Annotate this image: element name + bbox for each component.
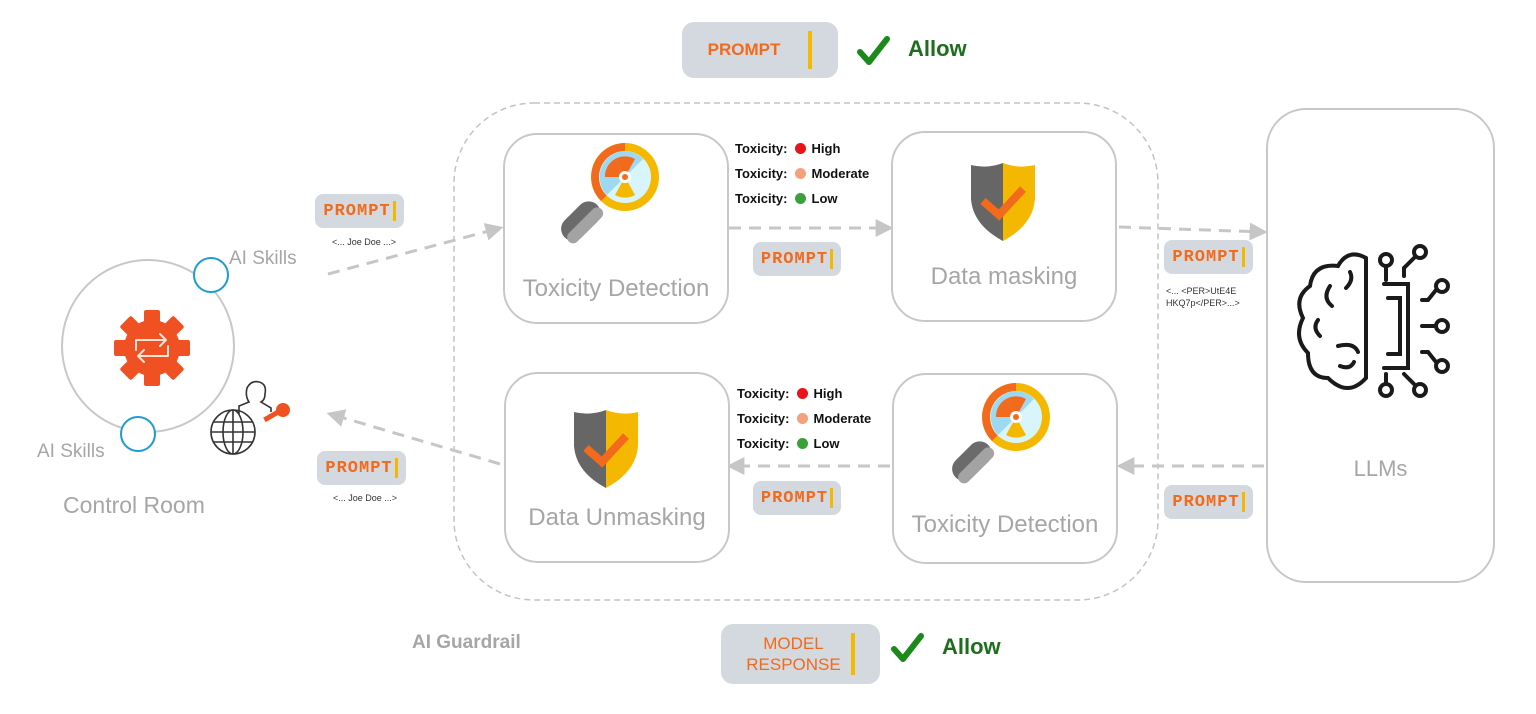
guardrail-frame xyxy=(453,102,1159,601)
node-toxicity-detection-input[interactable]: Toxicity Detection xyxy=(503,133,729,324)
magnifier-radiation-icon xyxy=(952,383,1050,484)
toxicity-legend-top: Toxicity:High Toxicity:Moderate Toxicity… xyxy=(735,136,869,211)
top-prompt-chip: PROMPT xyxy=(682,22,838,78)
skill-node-bottom[interactable] xyxy=(120,416,156,452)
gear-with-sync-arrows-icon xyxy=(114,310,190,386)
toxicity-row-low: Toxicity:Low xyxy=(735,191,838,206)
skill-label-bottom: AI Skills xyxy=(37,441,105,462)
shield-check-icon xyxy=(574,410,638,488)
check-icon xyxy=(891,633,924,662)
bottom-allow-label: Allow xyxy=(942,634,1001,659)
toxicity-row-high: Toxicity:High xyxy=(737,386,843,401)
prompt-note-to-guardrail: <... Joe Doe ...> xyxy=(332,237,397,247)
prompt-chip-toxicity-to-unmasking: PROMPT xyxy=(753,481,841,515)
model-response-chip: MODEL RESPONSE xyxy=(721,624,880,684)
toxicity-row-moderate: Toxicity:Moderate xyxy=(737,411,872,426)
prompt-chip-to-llm: PROMPT xyxy=(1164,240,1253,274)
guardrail-title: AI Guardrail xyxy=(412,632,521,653)
check-icon xyxy=(857,36,890,65)
arrow-control-to-toxicity xyxy=(327,223,504,276)
prompt-chip-from-llm: PROMPT xyxy=(1164,485,1253,519)
arrow-unmasking-to-control xyxy=(326,409,501,466)
prompt-chip-to-guardrail: PROMPT xyxy=(315,194,404,228)
skill-label-top: AI Skills xyxy=(229,248,297,269)
node-label: Toxicity Detection xyxy=(911,511,1099,538)
prompt-chip-from-guardrail: PROMPT xyxy=(317,451,406,485)
top-allow-label: Allow xyxy=(908,36,967,61)
prompt-chip-toxicity-to-masking: PROMPT xyxy=(753,242,841,276)
node-data-masking[interactable]: Data masking xyxy=(891,131,1117,322)
toxicity-row-moderate: Toxicity:Moderate xyxy=(735,166,870,181)
globe-user-key-icon xyxy=(210,380,290,455)
node-label: Toxicity Detection xyxy=(522,275,710,302)
node-toxicity-detection-output[interactable]: Toxicity Detection xyxy=(892,373,1118,564)
node-llms[interactable]: LLMs xyxy=(1266,108,1495,583)
toxicity-row-high: Toxicity:High xyxy=(735,141,841,156)
node-label: LLMs xyxy=(1353,456,1408,481)
prompt-note-from-guardrail: <... Joe Doe ...> xyxy=(333,493,398,503)
chip-cursor-bar xyxy=(850,633,855,675)
node-label: Data masking xyxy=(930,263,1078,290)
skill-node-top[interactable] xyxy=(193,257,229,293)
toxicity-legend-bottom: Toxicity:High Toxicity:Moderate Toxicity… xyxy=(737,381,871,456)
top-prompt-chip-label: PROMPT xyxy=(707,40,781,59)
chip-cursor-bar xyxy=(808,31,813,69)
brain-circuit-icon xyxy=(1297,244,1450,398)
node-label: Data Unmasking xyxy=(528,504,706,531)
toxicity-row-low: Toxicity:Low xyxy=(737,436,840,451)
prompt-note-to-llm: <... <PER>UtE4E HKQ7p</PER>...> xyxy=(1166,286,1240,308)
arrow-masking-to-llm xyxy=(1118,222,1268,241)
shield-check-icon xyxy=(971,163,1035,241)
control-room-title: Control Room xyxy=(63,492,205,518)
node-data-unmasking[interactable]: Data Unmasking xyxy=(504,372,730,563)
magnifier-radiation-icon xyxy=(561,143,659,244)
